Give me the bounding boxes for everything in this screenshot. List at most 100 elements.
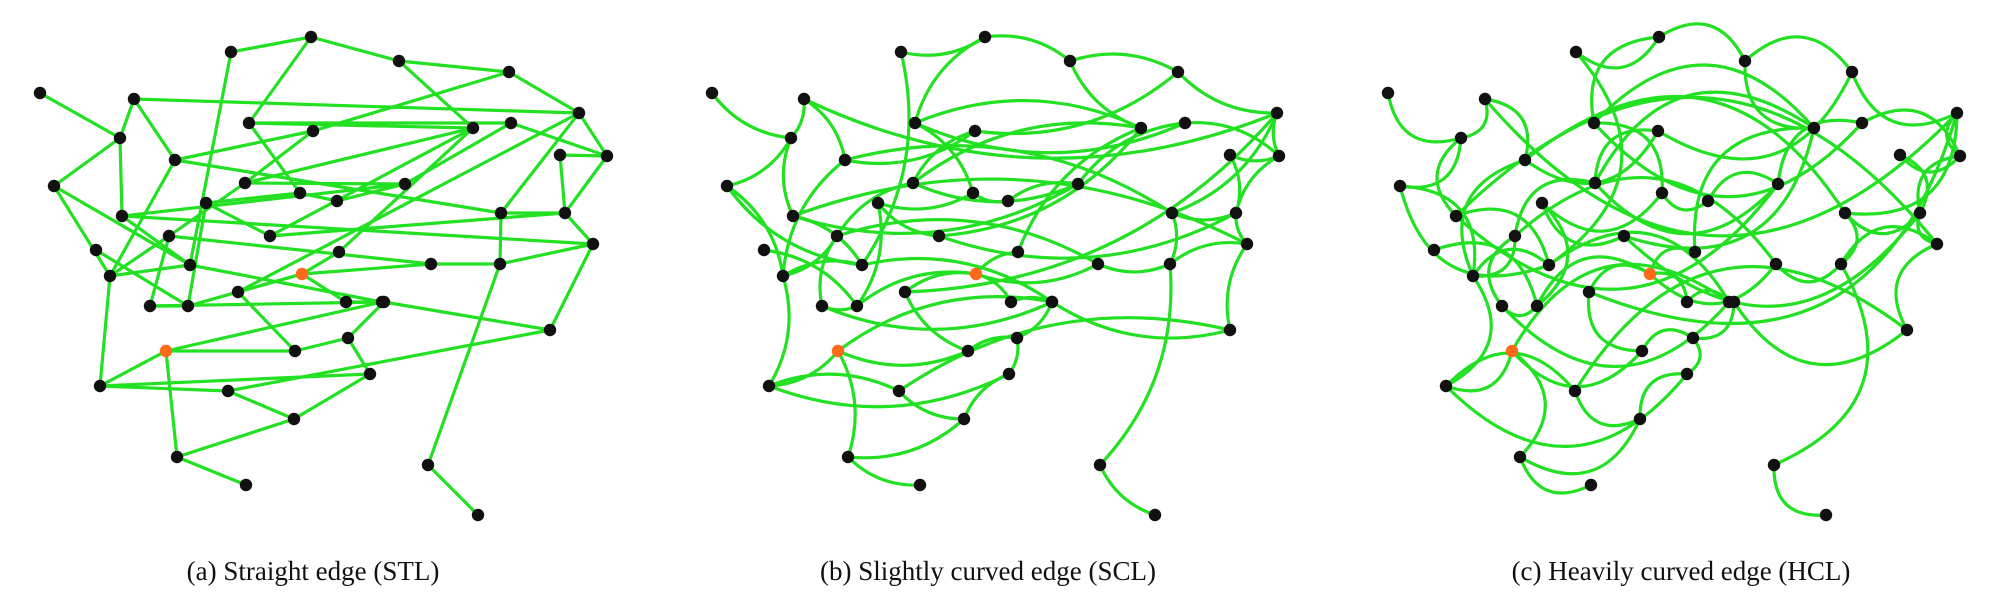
graph-node [1701, 194, 1715, 208]
graph-edge [911, 121, 1143, 185]
graph-node [466, 121, 480, 135]
panel-c-edges [1386, 22, 1962, 517]
graph-node [224, 45, 238, 59]
graph-edge [1839, 225, 1939, 266]
graph-node [855, 258, 869, 272]
graph-edge [1234, 154, 1281, 215]
graph-edge [876, 201, 941, 238]
graph-node [1588, 176, 1602, 190]
graph-node [1838, 206, 1852, 220]
graph-edge [1743, 35, 1854, 74]
graph-edge [292, 372, 372, 421]
graph-node [1393, 179, 1407, 193]
graph-edge [236, 272, 304, 294]
graph-edge [846, 417, 966, 460]
graph-edge [911, 181, 1080, 204]
graph-node [1771, 177, 1785, 191]
graph-edge [1168, 240, 1249, 266]
graph-node [1530, 299, 1544, 313]
graph-node [797, 92, 811, 106]
graph-edge [1435, 136, 1463, 218]
graph-node [705, 86, 719, 100]
graph-node [850, 299, 864, 313]
graph-node [363, 367, 377, 381]
graph-edge [236, 290, 297, 353]
graph-edge [836, 349, 970, 367]
graph-node [1569, 45, 1583, 59]
graph-edge [300, 250, 341, 276]
panel-b-nodes [705, 30, 1286, 522]
graph-node [838, 153, 852, 167]
graph-edge [983, 34, 1072, 63]
graph-node [392, 54, 406, 68]
graph-edge [268, 211, 567, 238]
graph-node [1584, 478, 1598, 492]
graph-node [330, 194, 344, 208]
graph-edge [843, 144, 1174, 215]
graph-edge [1483, 97, 1530, 162]
graph-edge [94, 248, 190, 308]
graph-edge [1860, 108, 1962, 158]
graph-edge [499, 111, 581, 215]
graph-edge [167, 181, 247, 238]
graph-edge [1622, 126, 1816, 250]
graph-node [199, 196, 213, 210]
graph-node [1478, 92, 1492, 106]
panel-c-caption: (c) Heavily curved edge (HCL) [1512, 556, 1851, 586]
graph-edge [247, 121, 302, 195]
graph-node [720, 179, 734, 193]
graph-edge [229, 35, 313, 54]
graph-edge [226, 328, 552, 393]
graph-node [238, 176, 252, 190]
graph-edge [1850, 70, 1959, 127]
graph-edge [1692, 126, 1816, 254]
graph-edge [309, 35, 401, 63]
graph-edge [132, 97, 581, 115]
graph-node [1381, 86, 1395, 100]
graph-node [239, 478, 253, 492]
panel-a-caption: (a) Straight edge (STL) [187, 556, 440, 586]
graph-edge [1586, 290, 1644, 353]
graph-edge [164, 300, 384, 353]
graph-node [553, 148, 567, 162]
graph-node [892, 384, 906, 398]
graph-edge [175, 455, 248, 487]
graph-node [1002, 367, 1016, 381]
graph-edge [204, 191, 302, 205]
graph-edge [558, 153, 567, 215]
graph-node [504, 116, 518, 130]
graph-node [1845, 65, 1859, 79]
graph-node [1767, 458, 1781, 472]
graph-edge [897, 316, 1232, 393]
graph-edge [498, 242, 595, 266]
graph-node [1518, 153, 1532, 167]
graph-edge [1660, 191, 1710, 212]
graph-edge [397, 59, 511, 74]
graph-edge [382, 300, 552, 332]
graph-node [293, 186, 307, 200]
graph-node [1427, 243, 1441, 257]
graph-edge [913, 99, 1143, 130]
graph-edge [1068, 59, 1143, 130]
graph-node [1454, 131, 1468, 145]
graph-node [786, 209, 800, 223]
graph-node [1223, 148, 1237, 162]
graph-edge [1510, 262, 1731, 353]
graph-node [231, 285, 245, 299]
graph-node [1001, 194, 1015, 208]
graph-node [1495, 299, 1509, 313]
graph-edge [913, 35, 987, 125]
graph-node [33, 86, 47, 100]
graph-edge [899, 35, 987, 57]
graph-node [894, 45, 908, 59]
graph-node [1091, 257, 1105, 271]
graph-edge [300, 272, 348, 304]
graph-node [1686, 331, 1700, 345]
graph-node [170, 450, 184, 464]
graph-edge [577, 111, 609, 158]
graph-node [815, 299, 829, 313]
graph-node [1178, 116, 1192, 130]
graph-node [1635, 344, 1649, 358]
graph-edge [1454, 207, 1551, 267]
